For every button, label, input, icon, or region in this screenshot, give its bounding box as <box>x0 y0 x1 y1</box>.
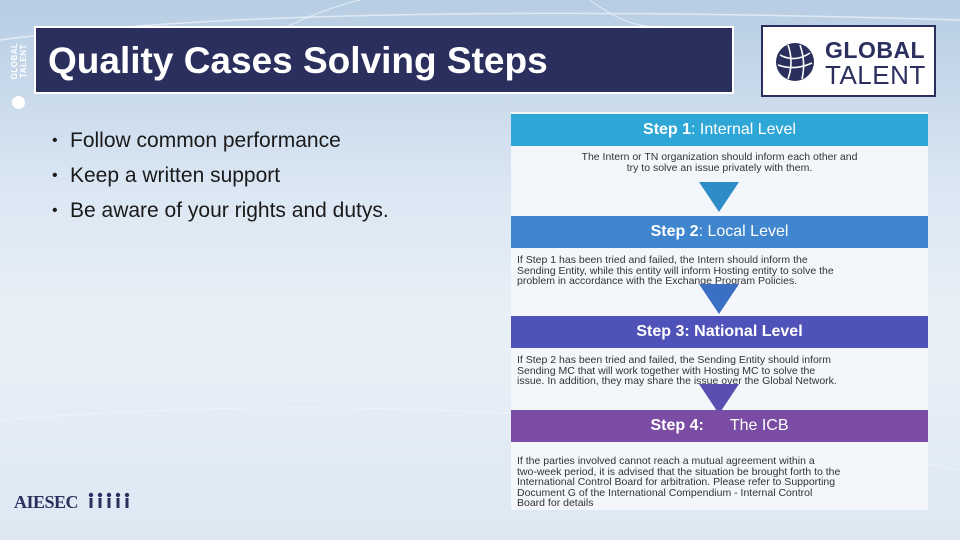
step-4-label: Step 4: <box>650 417 703 434</box>
step-1-label: Step 1 <box>643 121 691 138</box>
step-3-label: Step 3: <box>636 323 694 340</box>
bullet-item: • Be aware of your rights and dutys. <box>52 195 389 230</box>
down-arrow-icon <box>699 182 739 214</box>
people-icon <box>86 492 136 512</box>
footer-logo-text: AIESEC <box>14 492 78 513</box>
step-3-body: If Step 2 has been tried and failed, the… <box>511 355 928 387</box>
step-1-body: The Intern or TN organization should inf… <box>511 152 928 173</box>
steps-diagram: Step 1: Internal Level The Intern or TN … <box>511 112 928 510</box>
step-2-header: Step 2: Local Level <box>511 216 928 248</box>
step-4-line: If the parties involved cannot reach a m… <box>517 456 922 467</box>
globe-icon <box>774 41 816 83</box>
bullet-item: • Keep a written support <box>52 160 389 195</box>
step-2-label: Step 2 <box>651 223 699 240</box>
side-logo-text: GLOBAL TALENT <box>10 32 28 90</box>
step-4-name: The ICB <box>730 417 789 434</box>
side-logo: GLOBAL TALENT <box>8 34 30 94</box>
step-4-line: Board for details <box>517 498 922 509</box>
bullet-text: Keep a written support <box>70 164 280 187</box>
step-2-body: If Step 1 has been tried and failed, the… <box>511 255 928 287</box>
step-4-header: Step 4: The ICB <box>511 410 928 442</box>
side-globe-icon <box>12 96 25 109</box>
step-1-line: try to solve an issue privately with the… <box>517 163 922 174</box>
bullet-dot: • <box>52 125 58 157</box>
step-1-header: Step 1: Internal Level <box>511 114 928 146</box>
brand-line-2: TALENT <box>825 60 926 91</box>
brand-logo: GLOBAL TALENT <box>761 25 936 97</box>
bullet-dot: • <box>52 195 58 227</box>
step-1-name: : Internal Level <box>691 121 796 138</box>
step-3-line: If Step 2 has been tried and failed, the… <box>517 355 922 366</box>
page-title: Quality Cases Solving Steps <box>48 40 548 82</box>
bullet-text: Follow common performance <box>70 129 341 152</box>
down-arrow-icon <box>699 284 739 316</box>
step-3-name: National Level <box>694 323 802 340</box>
step-2-name: : Local Level <box>699 223 789 240</box>
bullet-text: Be aware of your rights and dutys. <box>70 199 389 222</box>
step-3-header: Step 3: National Level <box>511 316 928 348</box>
step-2-line: If Step 1 has been tried and failed, the… <box>517 255 922 266</box>
footer-logo: AIESEC <box>14 492 136 512</box>
bullet-dot: • <box>52 160 58 192</box>
step-4-body: If the parties involved cannot reach a m… <box>511 456 928 509</box>
title-bar: Quality Cases Solving Steps <box>34 26 734 94</box>
bullet-list: • Follow common performance • Keep a writt… <box>52 125 389 230</box>
bullet-item: • Follow common performance <box>52 125 389 160</box>
step-1-line: The Intern or TN organization should inf… <box>517 152 922 163</box>
step-4-line: International Control Board for arbitrat… <box>517 477 922 488</box>
